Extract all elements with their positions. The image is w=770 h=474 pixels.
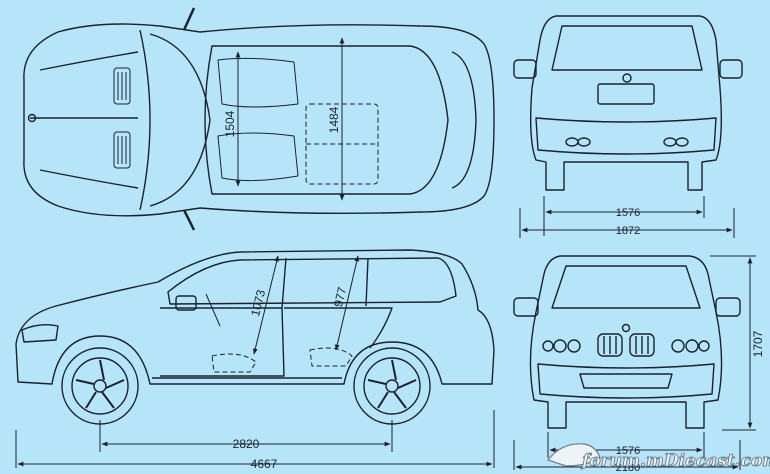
dim-rear-track: 1576: [616, 207, 640, 219]
top-vent-upper: [113, 67, 131, 105]
top-windscreen: [149, 33, 211, 207]
side-dimensions: [15, 255, 495, 468]
dim-rear-headroom: 977: [331, 285, 350, 308]
rear-mirror-right: [719, 59, 743, 79]
rear-bumper: [535, 117, 717, 155]
dim-front-seat-width: 1504: [223, 110, 237, 137]
side-body-outline: [15, 249, 495, 385]
top-dimensions: [235, 37, 345, 201]
top-front-seats: [217, 57, 299, 182]
rear-dimensions: [519, 196, 735, 238]
watermark-text: forum.mDiecast.com: [581, 451, 770, 471]
rear-plate: [597, 83, 655, 105]
top-roof: [204, 45, 449, 195]
top-bonnet-crease-a: [39, 51, 139, 71]
front-headlights: [542, 339, 710, 353]
front-bumper: [537, 363, 715, 399]
side-view: [15, 249, 495, 425]
side-b-pillar: [365, 257, 369, 307]
dim-front-track: 1576: [616, 445, 640, 457]
front-windscreen: [551, 265, 701, 309]
watermark: forum.mDiecast.com: [547, 443, 770, 471]
rear-bmw-badge: [622, 73, 632, 83]
dim-front-headroom: 1073: [248, 288, 268, 318]
front-bmw-badge: [621, 323, 631, 333]
front-air-intake: [579, 373, 673, 389]
side-a-pillar: [281, 257, 287, 309]
side-seat-front: [211, 353, 257, 373]
top-bonnet-line: [139, 29, 151, 211]
dim-wheelbase: 2820: [233, 437, 260, 451]
dim-front-width: 2180: [616, 462, 640, 474]
dim-height: 1707: [751, 330, 765, 357]
top-mirror-top: [182, 7, 196, 31]
top-rear-window: [451, 51, 477, 189]
rear-mirror-left: [513, 59, 537, 79]
rear-exhaust: [565, 137, 689, 147]
side-mirror: [175, 295, 197, 311]
dim-rear-seat-width: 1484: [327, 106, 341, 133]
front-mirror-left: [513, 297, 539, 317]
front-mirror-right: [715, 297, 741, 317]
top-bmw-badge: [27, 113, 37, 123]
front-view: [513, 255, 741, 429]
side-greenhouse: [167, 257, 457, 305]
top-body-outline: [23, 23, 495, 217]
side-headlight: [21, 323, 59, 343]
dim-line-front-headroom: [252, 255, 280, 355]
top-vent-lower: [113, 131, 131, 169]
top-mirror-bottom: [182, 209, 196, 231]
top-bonnet-crease-b: [39, 169, 139, 189]
front-dimensions: [513, 255, 756, 470]
rear-body-outline: [529, 15, 723, 191]
watermark-logo-icon: [547, 443, 601, 467]
side-front-wheel: [61, 347, 139, 425]
rear-view: [513, 15, 743, 191]
side-front-door: [160, 307, 285, 377]
front-body-outline: [529, 255, 723, 429]
dim-line-rear-headroom: [334, 255, 360, 351]
dim-rear-width: 1872: [616, 225, 640, 237]
front-kidney-grille: [597, 333, 655, 357]
top-view: [23, 7, 495, 231]
rear-window: [551, 25, 703, 71]
dim-length: 4667: [251, 457, 278, 471]
side-steering-wheel: [205, 293, 221, 327]
side-rear-door: [284, 307, 393, 349]
